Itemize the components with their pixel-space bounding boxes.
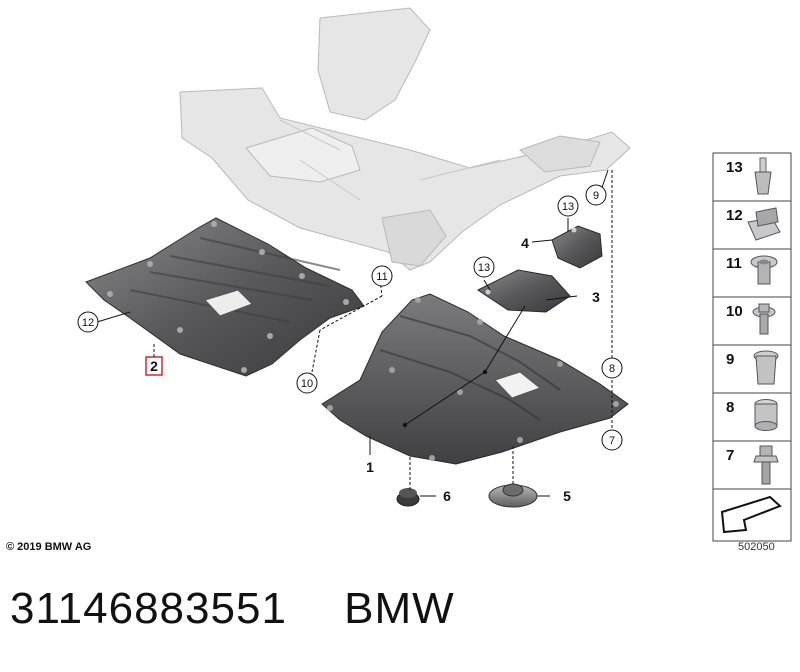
svg-text:12: 12: [82, 317, 94, 329]
callout-7: 7: [601, 429, 623, 451]
svg-text:12: 12: [726, 207, 743, 224]
legend-row-10: 10: [726, 303, 776, 335]
part-number: 31146883551: [10, 584, 287, 633]
svg-text:13: 13: [726, 159, 743, 176]
label-4: 4: [521, 235, 529, 251]
svg-text:13: 13: [478, 262, 490, 274]
label-1: 1: [366, 459, 374, 475]
underbody-shield-2: [85, 217, 365, 377]
part-brand: BMW: [344, 584, 455, 633]
legend-row-7: 7: [726, 445, 779, 485]
callout-11: 11: [371, 265, 393, 287]
bracket-4: [551, 225, 603, 269]
copyright-text: © 2019 BMW AG: [6, 541, 92, 553]
svg-text:11: 11: [726, 255, 742, 272]
callout-8: 8: [601, 357, 623, 379]
arrow-icon: [720, 495, 782, 534]
label-6: 6: [443, 488, 451, 504]
svg-text:2: 2: [150, 358, 158, 374]
fastener-legend: 13 12 11 10 9 8: [712, 152, 792, 542]
svg-text:7: 7: [726, 447, 734, 464]
svg-text:8: 8: [609, 363, 615, 375]
legend-row-9: 9: [726, 350, 779, 385]
svg-text:11: 11: [376, 271, 387, 283]
svg-text:10: 10: [726, 303, 743, 320]
legend-row-13: 13: [726, 157, 772, 195]
label-5: 5: [563, 488, 571, 504]
front-axle-subframe: [179, 7, 631, 271]
label-3: 3: [592, 289, 600, 305]
callout-9: 9: [585, 184, 607, 206]
part-title: 31146883551 BMW: [10, 584, 455, 634]
callout-10: 10: [296, 372, 318, 394]
legend-row-11: 11: [726, 255, 778, 285]
callout-13-lower: 13: [473, 256, 495, 278]
bracket-3: [477, 269, 571, 313]
callout-13-upper: 13: [557, 195, 579, 217]
svg-text:9: 9: [593, 190, 599, 202]
callout-12: 12: [77, 311, 99, 333]
legend-row-12: 12: [726, 207, 781, 241]
svg-text:10: 10: [301, 378, 313, 390]
rubber-mount-5: [488, 483, 538, 508]
highlighted-part-2: 2: [145, 343, 163, 376]
diagram-id: 502050: [738, 541, 775, 553]
rubber-plug-6: [396, 488, 420, 507]
svg-text:13: 13: [562, 201, 574, 213]
svg-text:7: 7: [609, 435, 615, 447]
svg-text:8: 8: [726, 399, 734, 416]
svg-text:9: 9: [726, 351, 734, 368]
legend-row-8: 8: [726, 399, 778, 431]
